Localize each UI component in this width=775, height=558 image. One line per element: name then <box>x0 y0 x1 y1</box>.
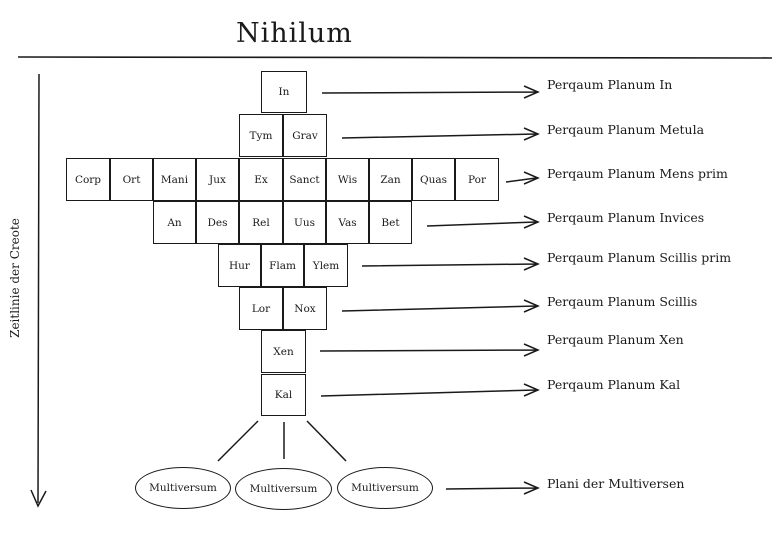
cell-wis: Wis <box>326 158 369 201</box>
label-row-2: Perqaum Planum Metula <box>547 122 705 137</box>
cell-vas: Vas <box>326 201 369 244</box>
arrow-row-5 <box>361 257 540 271</box>
cell-uus: Uus <box>283 201 326 244</box>
cell-an: An <box>153 201 196 244</box>
cell-ex: Ex <box>239 158 283 201</box>
timeline-arrowhead <box>30 489 47 508</box>
timeline-axis <box>37 73 40 504</box>
cell-jux: Jux <box>196 158 239 201</box>
timeline-label: Zeitlinie der Creote <box>8 218 22 338</box>
branch-right <box>306 420 347 462</box>
arrow-row-7 <box>319 343 540 357</box>
cell-quas: Quas <box>412 158 455 201</box>
label-row-4: Perqaum Planum Invices <box>547 210 705 225</box>
multiverse-ellipse-2: Multiversum <box>235 468 332 510</box>
arrow-multiverse <box>445 481 540 495</box>
arrow-row-1 <box>321 85 540 99</box>
multiverse-ellipse-3: Multiversum <box>337 467 433 509</box>
arrow-row-4 <box>426 215 540 229</box>
label-row-6: Perqaum Planum Scillis <box>547 294 698 309</box>
cell-ort: Ort <box>110 158 153 201</box>
cell-kal: Kal <box>261 374 306 416</box>
arrow-row-6 <box>341 299 540 313</box>
label-row-7: Perqaum Planum Xen <box>547 332 684 347</box>
cell-mani: Mani <box>153 158 196 201</box>
cell-tym: Tym <box>239 114 283 157</box>
label-row-5: Perqaum Planum Scillis prim <box>547 250 732 265</box>
cell-nox: Nox <box>283 287 327 330</box>
cell-in: In <box>261 71 307 113</box>
label-row-1: Perqaum Planum In <box>547 77 673 92</box>
label-row-3: Perqaum Planum Mens prim <box>547 166 728 181</box>
cell-grav: Grav <box>283 114 327 157</box>
arrow-row-2 <box>341 127 540 141</box>
cell-bet: Bet <box>369 201 412 244</box>
label-row-8: Perqaum Planum Kal <box>547 377 681 392</box>
cell-ylem: Ylem <box>304 244 348 287</box>
top-rule <box>17 56 773 59</box>
arrow-row-8 <box>320 383 540 397</box>
cell-rel: Rel <box>239 201 283 244</box>
cell-sanct: Sanct <box>283 158 326 201</box>
cell-lor: Lor <box>239 287 283 330</box>
cell-por: Por <box>455 158 499 201</box>
cell-des: Des <box>196 201 239 244</box>
cell-flam: Flam <box>261 244 304 287</box>
cell-hur: Hur <box>218 244 261 287</box>
multiverse-ellipse-1: Multiversum <box>135 467 231 509</box>
cell-xen: Xen <box>261 330 306 373</box>
arrow-row-3 <box>505 171 540 185</box>
diagram-title: Nihilum <box>236 18 353 49</box>
branch-left <box>217 420 259 462</box>
label-multiverse: Plani der Multiversen <box>547 476 685 491</box>
cell-corp: Corp <box>66 158 110 201</box>
cell-zan: Zan <box>369 158 412 201</box>
